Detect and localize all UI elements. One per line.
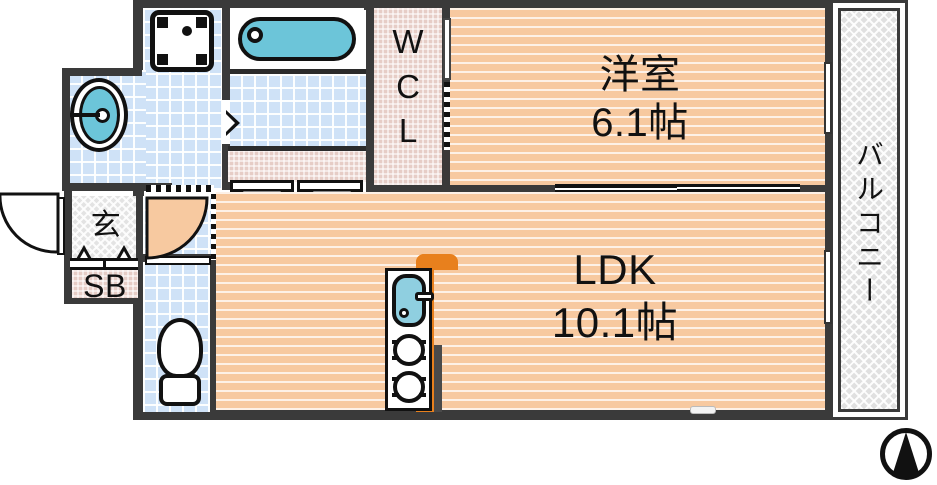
ldk-floor-vent-icon [690,406,716,414]
wcl-wall-left [366,0,374,192]
wcl-floor [372,8,444,190]
bathroom-wall-bottom [228,69,366,74]
wm-corner-tr-icon [196,17,207,28]
exterior-wall-left-upper [133,0,143,70]
sliding-door-panel-left[interactable] [555,184,677,188]
entrance-door-swing-icon [0,192,60,254]
entrance-wall-right [136,191,144,303]
sliding-door-panel-right[interactable] [677,189,800,193]
kitchen-drain-icon [399,308,409,318]
gas-stove-burners-icon [392,334,426,403]
bedroom-window[interactable] [824,62,832,134]
hall-ldk-door[interactable] [211,194,217,260]
wcl-door-frame [443,18,451,80]
ldk-floor [216,192,825,410]
toilet-tank [159,374,201,406]
kitchen-partition-top [416,254,458,270]
exterior-wall-right [823,0,833,420]
washroom-hall-door[interactable] [146,185,214,192]
exterior-wall-top [133,0,833,10]
bathroom-door-arrow-inner [225,113,235,133]
corridor-tile-upper [228,74,366,146]
wcl-label: W C L [392,23,424,150]
exterior-wall-bottom [133,410,833,420]
wall-washroom-bath [222,0,230,190]
exterior-wall-left-lower [133,190,143,420]
toilet-bowl [157,318,203,378]
wm-corner-tl-icon [157,17,168,28]
entrance-wall-bottom [64,296,144,304]
shoebox-floor [72,270,138,298]
bedroom-name-label: 洋室 [599,53,681,97]
ldk-window[interactable] [824,250,832,324]
ldk-area-label: 10.1帖 [551,299,679,346]
balcony-floor [838,8,900,412]
kitchen-faucet-icon [415,292,434,301]
entrance-wall-left [64,191,72,303]
north-arrow-needle-icon [892,432,920,476]
closet-strip-floor [228,150,366,182]
wm-corner-br-icon [196,54,207,65]
bedroom-area-label: 6.1帖 [591,101,689,145]
kitchen-partition-shadow [434,345,442,412]
closet-strip-wall-top [228,146,366,151]
shoebox-label: SB [83,268,127,304]
hall-wall-right [210,258,218,412]
bedroom-floor [450,8,825,190]
wcl-wall-bottom [366,185,450,192]
toilet-door-swing-icon [145,196,209,260]
toilet-door-leaf[interactable] [145,256,211,265]
entrance-step-divider [103,259,106,270]
entrance-label: 玄 [90,209,122,242]
vanity-wall-left [62,68,70,190]
wcl-folding-door[interactable] [444,82,450,150]
wm-corner-bl-icon [157,54,168,65]
vanity-faucet-bar [70,113,100,117]
bathtub-drain-icon [247,27,263,43]
wm-drain-icon [182,26,192,36]
balcony-label: バルコニー [853,140,884,310]
washroom-wall-bottom [62,183,172,191]
ldk-name-label: LDK [573,246,657,293]
vanity-wall-top [62,68,142,76]
